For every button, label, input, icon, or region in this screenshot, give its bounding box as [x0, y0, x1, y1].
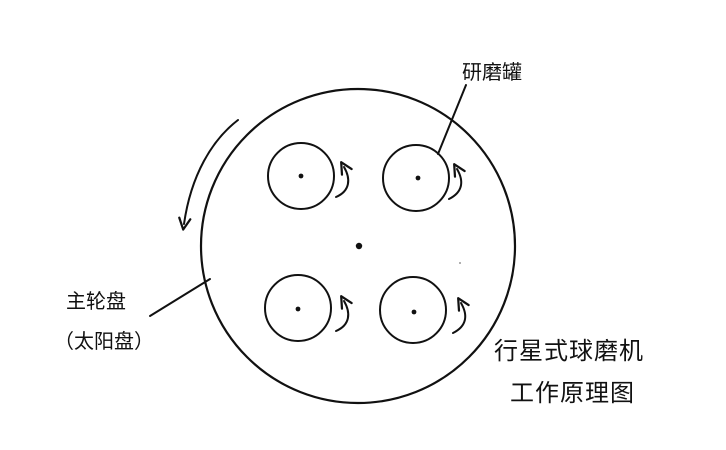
jar-rotation-arrow-3	[335, 295, 353, 332]
main-disc-alias-label: （太阳盘）	[54, 329, 154, 353]
jar-center-dot	[411, 309, 417, 315]
leader-line-grinding-jar	[437, 84, 467, 155]
main-disc-center-dot	[355, 242, 363, 250]
jar-center-dot	[295, 306, 301, 312]
grinding-jar-bottom-right	[379, 276, 447, 344]
leader-line-main-disc	[149, 278, 211, 317]
grinding-jar-label: 研磨罐	[462, 60, 522, 84]
main-disc	[199, 87, 517, 405]
grinding-jar-top-left	[267, 142, 335, 210]
jar-center-dot	[298, 173, 304, 179]
grinding-jar-top-right	[382, 144, 450, 212]
speck	[459, 262, 461, 264]
main-disc-rotation-arrow	[178, 119, 239, 231]
diagram-title-line-2: 工作原理图	[510, 379, 635, 407]
grinding-jar-bottom-left	[264, 274, 332, 342]
main-disc-label: 主轮盘	[66, 289, 126, 313]
jar-rotation-arrow-4	[452, 297, 470, 334]
jar-center-dot	[415, 175, 421, 181]
jar-rotation-arrow-1	[335, 161, 353, 198]
diagram-title-line-1: 行星式球磨机	[494, 337, 644, 365]
jar-rotation-arrow-2	[448, 163, 466, 200]
